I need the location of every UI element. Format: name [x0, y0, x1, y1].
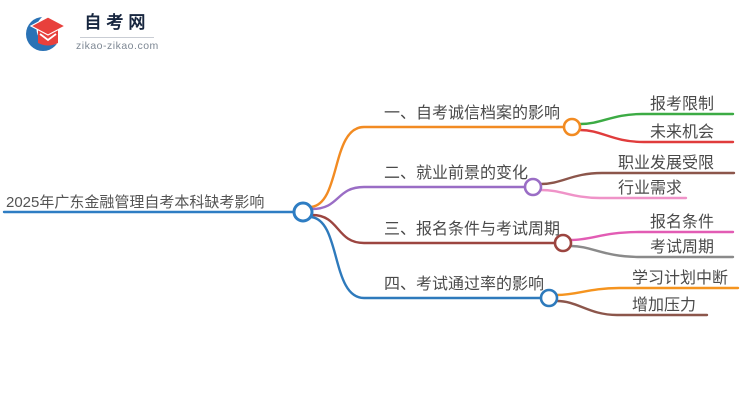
branch4-node-circle — [539, 288, 559, 308]
branch2-link — [310, 185, 527, 211]
branch4-link — [309, 215, 543, 300]
leaf3a-link — [569, 230, 735, 242]
branch2-label: 二、就业前景的变化 — [384, 165, 529, 182]
leaf-label: 报名条件 — [650, 214, 715, 231]
leaf-label: 考试周期 — [650, 239, 715, 256]
logo-title: 自考网 — [84, 13, 151, 32]
graduation-cap-logo-icon — [26, 13, 66, 51]
branch4-label: 四、考试通过率的影响 — [384, 276, 545, 293]
root-node-circle — [292, 201, 314, 223]
branch2-node-circle — [523, 177, 543, 197]
root-node-label: 2025年广东金融管理自考本科缺考影响 — [6, 194, 265, 211]
branch1-link — [309, 125, 566, 209]
leaf-label: 增加压力 — [632, 297, 697, 314]
leaf-label: 职业发展受限 — [618, 155, 715, 172]
leaf2a-link — [539, 171, 736, 186]
branch3-node-circle — [553, 233, 573, 253]
leaf-label: 行业需求 — [618, 180, 683, 197]
leaf4a-link — [555, 286, 740, 297]
leaf-label: 报考限制 — [650, 96, 715, 113]
leaf3b-link — [569, 244, 735, 259]
leaf4b-link — [555, 299, 709, 317]
branch1-node-circle — [562, 117, 582, 137]
leaf-label: 学习计划中断 — [632, 270, 729, 287]
branch1-label: 一、自考诚信档案的影响 — [384, 105, 561, 122]
site-logo: 自考网 zikao-zikao.com — [26, 10, 159, 54]
leaf2b-link — [539, 188, 688, 200]
leaf1a-link — [578, 112, 735, 126]
branch3-link — [310, 213, 557, 245]
leaf1b-link — [578, 128, 735, 144]
logo-divider — [80, 37, 155, 38]
branch3-label: 三、报名条件与考试周期 — [384, 221, 561, 238]
leaf-label: 未来机会 — [650, 124, 715, 141]
logo-domain: zikao-zikao.com — [76, 40, 159, 52]
